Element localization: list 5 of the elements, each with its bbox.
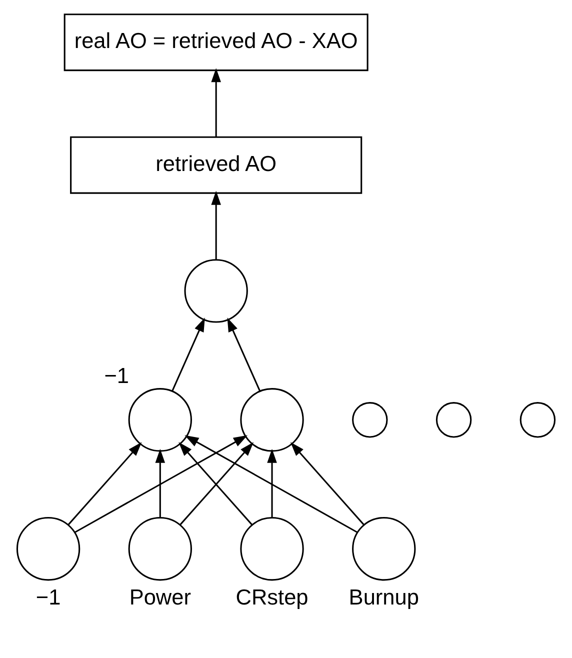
node-label: Burnup xyxy=(348,584,419,610)
node-label: −1 xyxy=(104,362,130,388)
node-label: −1 xyxy=(36,584,61,610)
node-label: Power xyxy=(129,584,191,610)
node-label: CRstep xyxy=(236,584,308,610)
